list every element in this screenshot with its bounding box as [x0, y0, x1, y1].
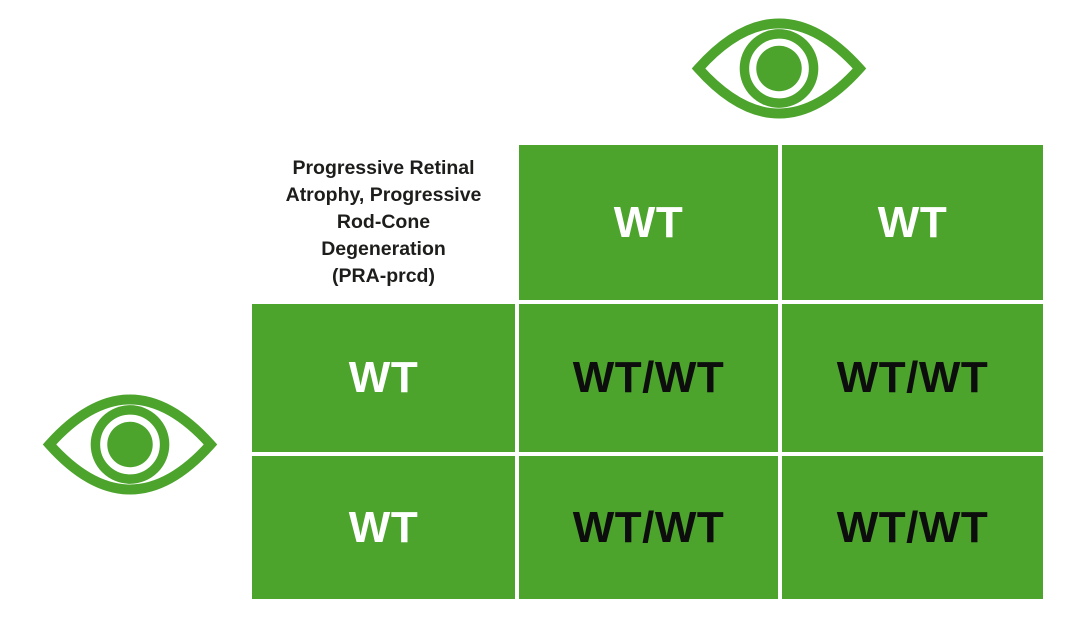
left-allele-cell-1: WT — [252, 304, 515, 452]
top-allele-cell-1: WT — [519, 145, 778, 300]
condition-label: Progressive Retinal Atrophy, Progressive… — [252, 145, 515, 300]
eye-icon — [689, 16, 869, 121]
offspring-cell-1-1: WT/WT — [519, 304, 778, 452]
left-allele-cell-2: WT — [252, 456, 515, 599]
condition-label-line: (PRA-prcd) — [332, 265, 435, 287]
condition-label-line: Rod-Cone — [336, 211, 431, 233]
condition-label-line: Degeneration — [321, 238, 446, 260]
offspring-cell-2-2: WT/WT — [782, 456, 1043, 599]
punnett-table: Progressive Retinal Atrophy, Progressive… — [252, 145, 1043, 599]
condition-label-line: Atrophy, Progressive — [285, 184, 482, 206]
eye-icon — [40, 392, 220, 497]
top-allele-cell-2: WT — [782, 145, 1043, 300]
offspring-cell-2-1: WT/WT — [519, 456, 778, 599]
offspring-cell-1-2: WT/WT — [782, 304, 1043, 452]
condition-label-line: Progressive Retinal — [292, 157, 475, 179]
